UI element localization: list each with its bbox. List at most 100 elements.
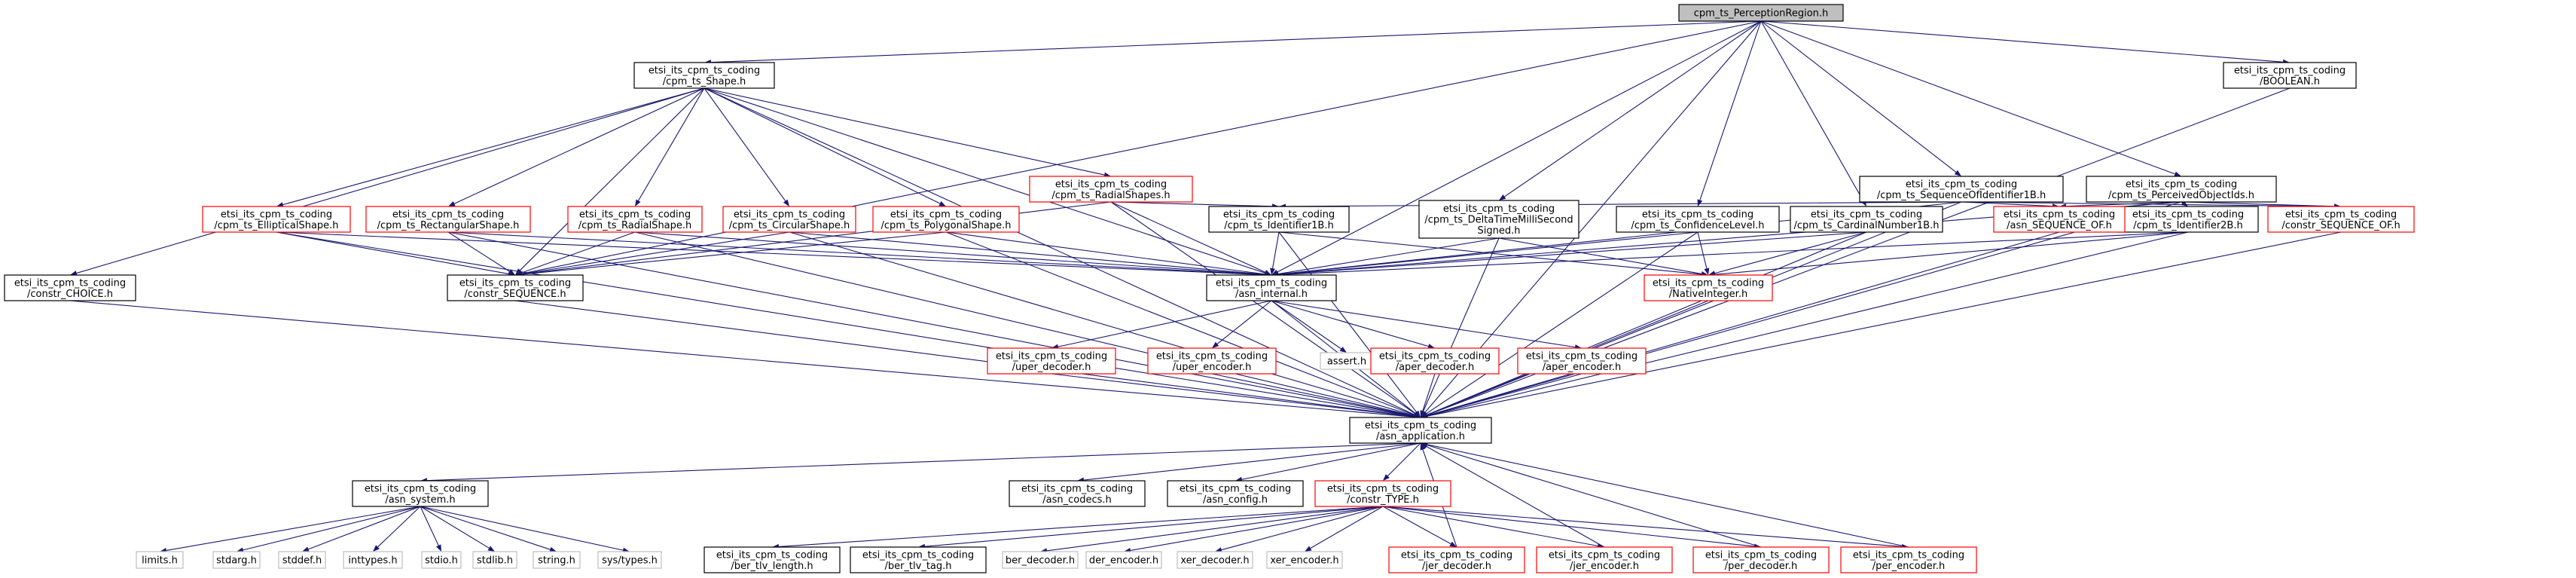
node-box <box>2267 206 2415 233</box>
graph-nodes: cpm_ts_PerceptionRegion.h etsi_its_cpm_ts… <box>4 4 2415 573</box>
edge-constrtype-to-bertlvlen <box>772 506 1384 549</box>
node-box <box>567 206 703 233</box>
node-sequence[interactable]: etsi_its_cpm_ts_coding/constr_SEQUENCE.h <box>447 274 584 301</box>
node-jerenc[interactable]: etsi_its_cpm_ts_coding/jer_encoder.h <box>1536 546 1673 573</box>
node-inttypes[interactable]: inttypes.h <box>343 551 403 569</box>
node-label: /cpm_ts_RadialShape.h <box>578 220 692 231</box>
node-box <box>1840 546 1977 573</box>
node-circular[interactable]: etsi_its_cpm_ts_coding/cpm_ts_CircularSh… <box>722 206 856 233</box>
node-label: sys/types.h <box>602 555 658 567</box>
node-constrtype[interactable]: etsi_its_cpm_ts_coding/constr_TYPE.h <box>1314 480 1451 507</box>
node-seqid1b[interactable]: etsi_its_cpm_ts_coding/cpm_ts_SequenceOf… <box>1859 176 2064 203</box>
node-stdarg[interactable]: stdarg.h <box>212 551 261 569</box>
node-internal[interactable]: etsi_its_cpm_ts_coding/asn_internal.h <box>1206 274 1337 301</box>
node-box <box>1002 551 1079 569</box>
node-id1b[interactable]: etsi_its_cpm_ts_coding/cpm_ts_Identifier… <box>1208 206 1350 233</box>
node-codecs[interactable]: etsi_its_cpm_ts_coding/asn_codecs.h <box>1009 480 1146 507</box>
node-box <box>1085 551 1162 569</box>
node-label: etsi_its_cpm_ts_coding <box>2285 209 2397 220</box>
node-radialshapes[interactable]: etsi_its_cpm_ts_coding/cpm_ts_RadialShap… <box>1029 176 1193 203</box>
edge-cardinal-to-internal <box>1271 231 1867 277</box>
node-box <box>633 62 775 89</box>
node-nativeint[interactable]: etsi_its_cpm_ts_coding/NativeInteger.h <box>1644 274 1773 301</box>
node-choice[interactable]: etsi_its_cpm_ts_coding/constr_CHOICE.h <box>4 274 136 301</box>
node-jerdec[interactable]: etsi_its_cpm_ts_coding/jer_decoder.h <box>1388 546 1525 573</box>
node-asnseqof[interactable]: etsi_its_cpm_ts_coding/asn_SEQUENCE_OF.h <box>1993 206 2126 233</box>
node-bertlvlen[interactable]: etsi_its_cpm_ts_coding/ber_tlv_length.h <box>704 546 841 573</box>
node-bertlvtag[interactable]: etsi_its_cpm_ts_coding/ber_tlv_tag.h <box>850 546 987 573</box>
edge-system-to-stdarg <box>237 506 421 553</box>
node-label: inttypes.h <box>348 555 397 567</box>
node-perenc[interactable]: etsi_its_cpm_ts_coding/per_encoder.h <box>1840 546 1977 573</box>
node-label: etsi_its_cpm_ts_coding <box>1327 483 1439 494</box>
edge-id1b-to-internal <box>1270 231 1280 275</box>
edge-id2b-to-internal <box>1271 231 2189 278</box>
node-constrseqof[interactable]: etsi_its_cpm_ts_coding/constr_SEQUENCE_O… <box>2267 206 2415 233</box>
node-label: /cpm_ts_PolygonalShape.h <box>881 220 1011 231</box>
node-label: /asn_codecs.h <box>1042 494 1112 506</box>
node-box <box>278 551 326 569</box>
node-rectangular[interactable]: etsi_its_cpm_ts_coding/cpm_ts_Rectangula… <box>365 206 531 233</box>
node-label: stdio.h <box>425 555 458 567</box>
node-confidence[interactable]: etsi_its_cpm_ts_coding/cpm_ts_Confidence… <box>1616 206 1780 233</box>
edge-elliptical-to-internal <box>276 231 1271 278</box>
edge-shape-to-radialshape <box>635 87 705 206</box>
node-system[interactable]: etsi_its_cpm_ts_coding/asn_system.h <box>352 480 489 507</box>
node-label: etsi_its_cpm_ts_coding <box>221 209 332 220</box>
node-aperdec[interactable]: etsi_its_cpm_ts_coding/aper_decoder.h <box>1370 347 1500 375</box>
edge-rectangular-to-sequence <box>447 231 515 275</box>
node-stdio[interactable]: stdio.h <box>421 551 462 569</box>
edge-root-to-shape <box>704 20 1762 66</box>
node-elliptical[interactable]: etsi_its_cpm_ts_coding/cpm_ts_Elliptical… <box>202 206 351 233</box>
node-perdec[interactable]: etsi_its_cpm_ts_coding/per_decoder.h <box>1692 546 1830 573</box>
node-box <box>1349 417 1492 444</box>
node-root[interactable]: cpm_ts_PerceptionRegion.h <box>1678 4 1844 22</box>
node-stddef[interactable]: stddef.h <box>278 551 326 569</box>
node-box <box>1029 176 1193 203</box>
node-xerenc[interactable]: xer_encoder.h <box>1266 551 1343 569</box>
edge-internal-to-aperenc <box>1271 300 1582 350</box>
graph-edges <box>69 20 2342 554</box>
node-string[interactable]: string.h <box>533 551 581 569</box>
node-derenc[interactable]: der_encoder.h <box>1085 551 1162 569</box>
node-cardinal[interactable]: etsi_its_cpm_ts_coding/cpm_ts_CardinalNu… <box>1790 206 1943 233</box>
node-label: /constr_SEQUENCE_OF.h <box>2281 220 2400 231</box>
edge-shape-to-rectangular <box>448 87 705 206</box>
node-label: etsi_its_cpm_ts_coding <box>459 277 571 289</box>
node-label: /jer_encoder.h <box>1570 561 1639 572</box>
node-label: xer_encoder.h <box>1270 555 1338 567</box>
node-box <box>1678 4 1844 22</box>
node-box <box>1517 347 1647 375</box>
node-boolean[interactable]: etsi_its_cpm_ts_coding/BOOLEAN.h <box>2223 62 2357 89</box>
node-xerdec[interactable]: xer_decoder.h <box>1177 551 1253 569</box>
node-label: /cpm_ts_RectangularShape.h <box>377 220 520 231</box>
node-label: etsi_its_cpm_ts_coding <box>1180 483 1291 494</box>
node-perceivedobj[interactable]: etsi_its_cpm_ts_coding/cpm_ts_PerceivedO… <box>2086 176 2277 203</box>
node-uperdec[interactable]: etsi_its_cpm_ts_coding/uper_decoder.h <box>987 347 1116 375</box>
edge-internal-to-uperenc <box>1212 300 1272 348</box>
node-box <box>704 546 841 573</box>
node-limits[interactable]: limits.h <box>136 551 184 569</box>
node-application[interactable]: etsi_its_cpm_ts_coding/asn_application.h <box>1349 417 1492 444</box>
node-polygonal[interactable]: etsi_its_cpm_ts_coding/cpm_ts_PolygonalS… <box>872 206 1020 233</box>
node-systypes[interactable]: sys/types.h <box>597 551 662 569</box>
node-stdlib[interactable]: stdlib.h <box>472 551 517 569</box>
node-berdec[interactable]: ber_decoder.h <box>1002 551 1079 569</box>
node-config[interactable]: etsi_its_cpm_ts_coding/asn_config.h <box>1167 480 1304 507</box>
node-id2b[interactable]: etsi_its_cpm_ts_coding/cpm_ts_Identifier… <box>2117 206 2259 233</box>
node-shape[interactable]: etsi_its_cpm_ts_coding/cpm_ts_Shape.h <box>633 62 775 89</box>
node-label: stdarg.h <box>216 555 257 567</box>
node-label: /cpm_ts_DeltaTimeMilliSecond <box>1424 215 1573 226</box>
node-label: /constr_TYPE.h <box>1347 494 1419 506</box>
node-assert[interactable]: assert.h <box>1320 352 1374 370</box>
node-radialshape[interactable]: etsi_its_cpm_ts_coding/cpm_ts_RadialShap… <box>567 206 703 233</box>
edge-system-to-stdlib <box>420 506 495 552</box>
node-uperenc[interactable]: etsi_its_cpm_ts_coding/uper_encoder.h <box>1147 347 1277 375</box>
node-aperenc[interactable]: etsi_its_cpm_ts_coding/aper_encoder.h <box>1517 347 1647 375</box>
node-label: /cpm_ts_Identifier2B.h <box>2133 220 2242 231</box>
node-box <box>1314 480 1451 507</box>
node-label: etsi_its_cpm_ts_coding <box>1811 209 1922 220</box>
node-deltatime[interactable]: etsi_its_cpm_ts_coding/cpm_ts_DeltaTimeM… <box>1418 200 1579 239</box>
node-label: /asn_config.h <box>1203 494 1268 506</box>
